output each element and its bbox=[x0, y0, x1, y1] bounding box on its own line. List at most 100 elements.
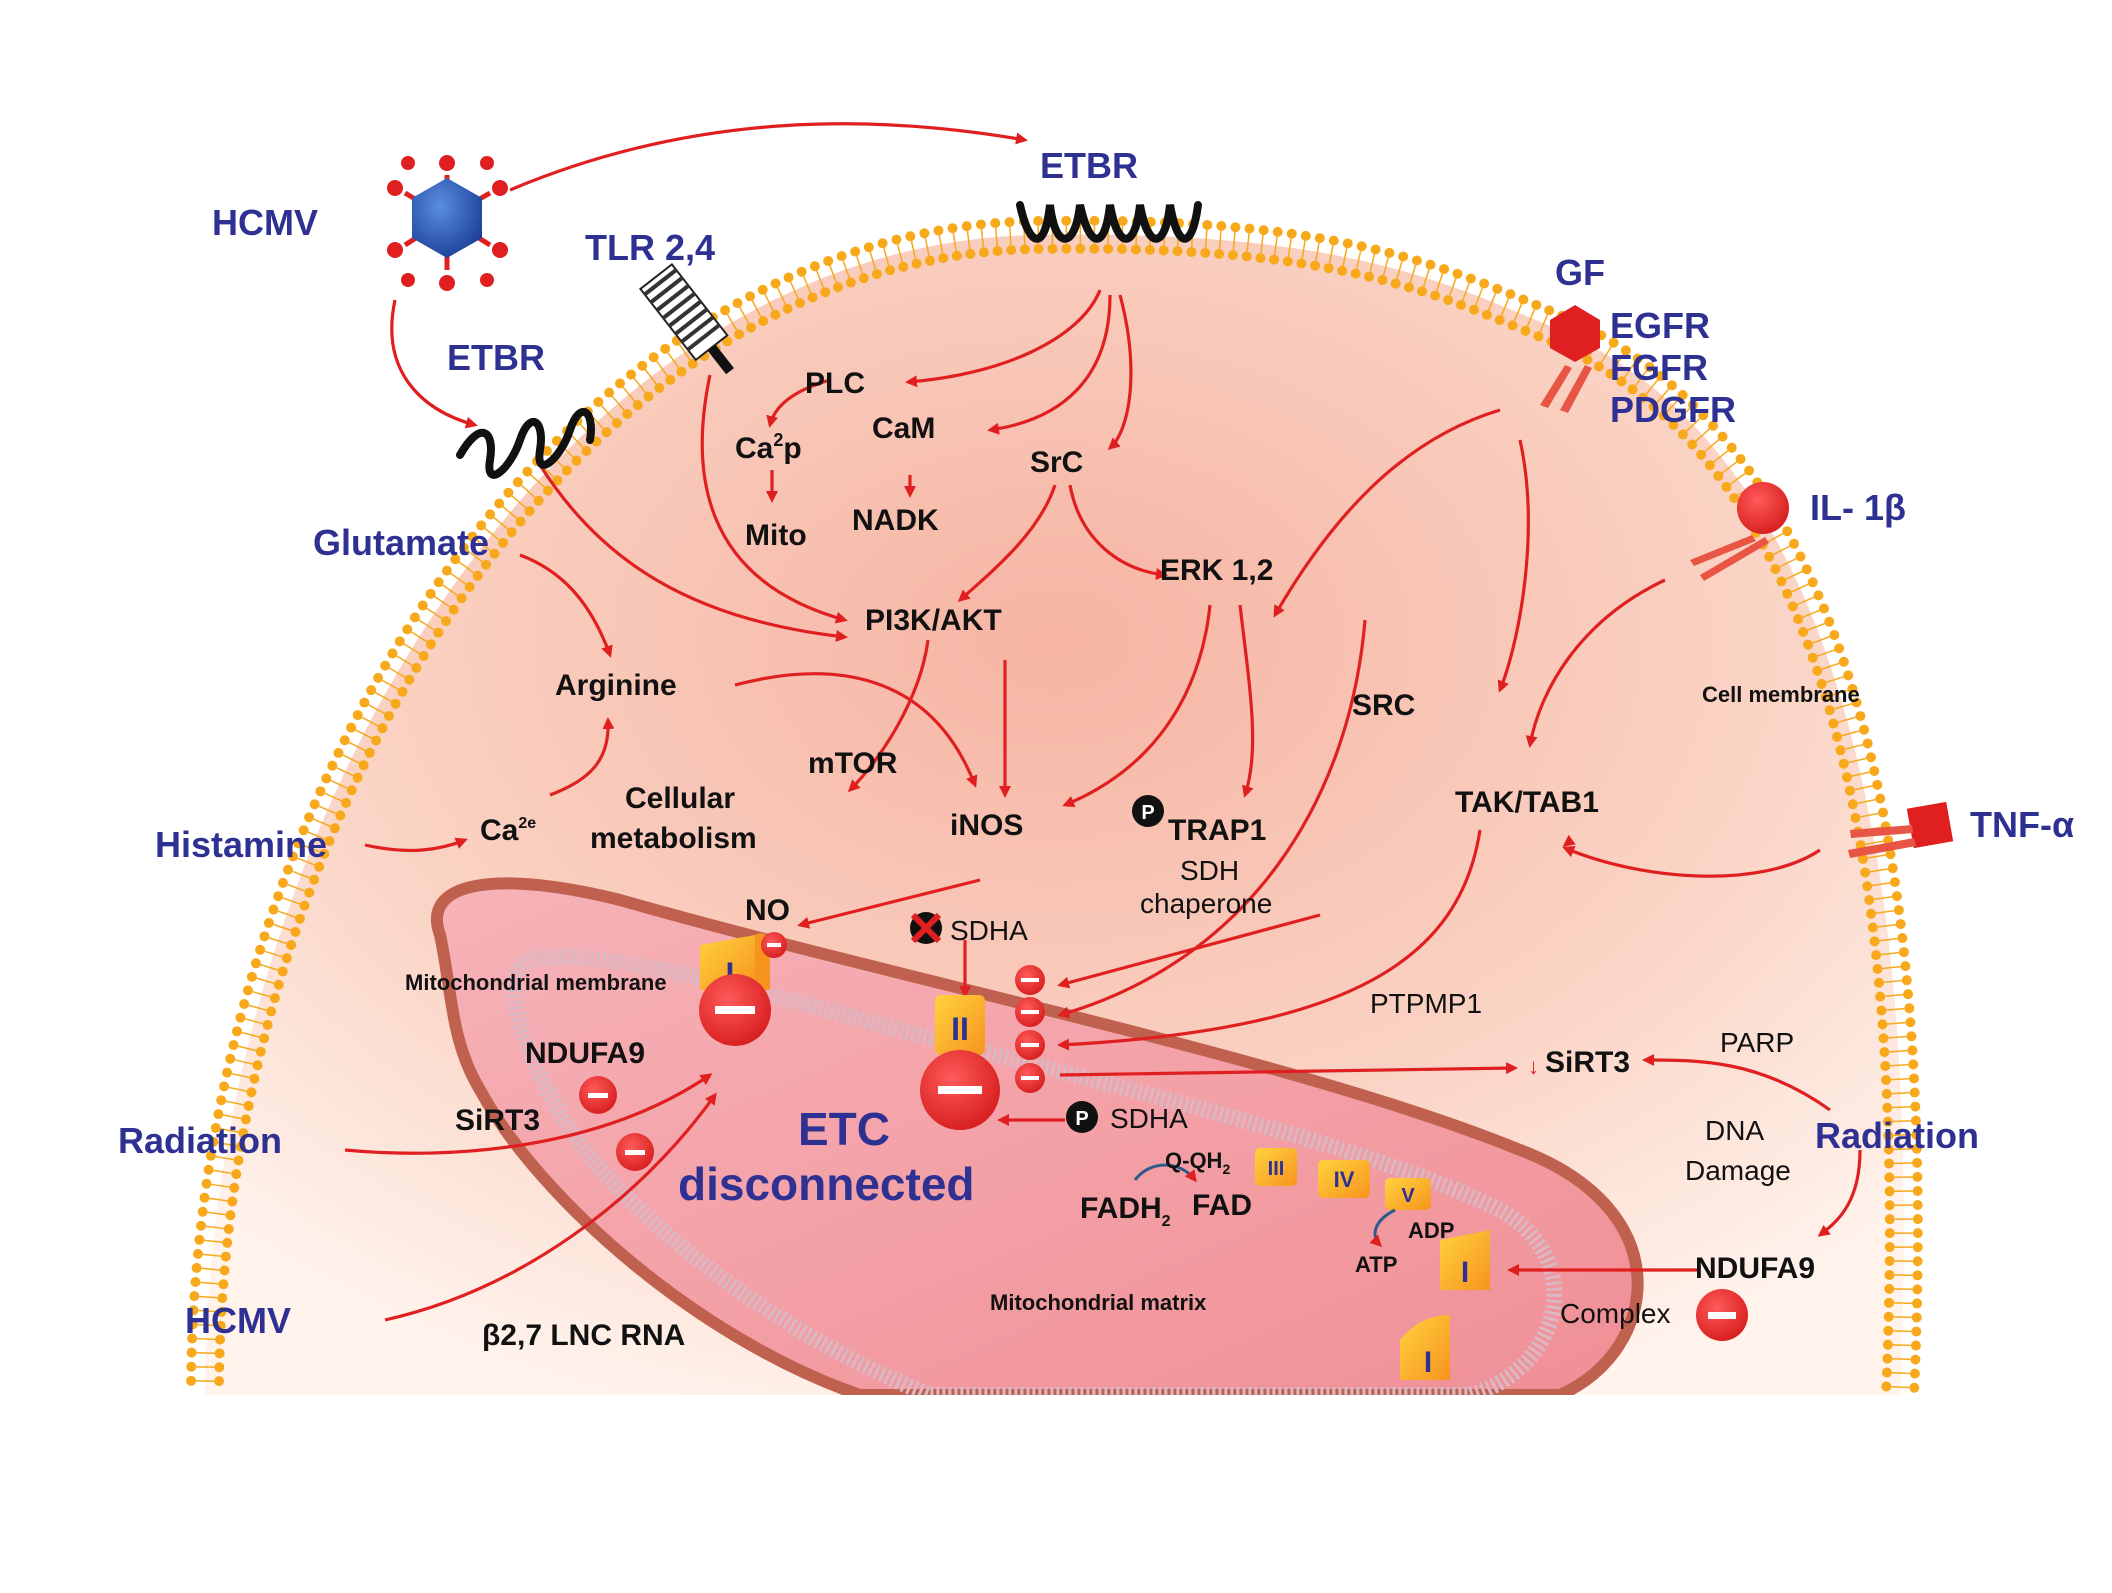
il1b-ligand-icon bbox=[1690, 482, 1789, 581]
lipid-head bbox=[1798, 626, 1809, 637]
lipid-head bbox=[1582, 354, 1593, 365]
lipid-tail bbox=[1396, 261, 1403, 279]
lipid-head bbox=[1905, 1017, 1916, 1028]
lipid-head bbox=[201, 1178, 212, 1189]
lipid-head bbox=[294, 913, 305, 924]
lipid-head bbox=[203, 1164, 214, 1175]
label-gf: GF bbox=[1555, 252, 1605, 293]
lipid-head bbox=[286, 940, 297, 951]
lipid-head bbox=[1047, 243, 1058, 254]
lipid-tail bbox=[726, 314, 738, 331]
lipid-tail bbox=[215, 1155, 234, 1161]
lipid-tail bbox=[1841, 730, 1860, 737]
node-cam: CaM bbox=[872, 412, 935, 445]
lipid-head bbox=[263, 917, 274, 928]
lipid-head bbox=[1425, 259, 1436, 270]
lipid-head bbox=[992, 246, 1003, 257]
lipid-head bbox=[1186, 246, 1197, 257]
lipid-tail bbox=[601, 405, 615, 420]
lipid-tail bbox=[220, 1128, 239, 1133]
label-egfr: EGFR bbox=[1610, 305, 1710, 346]
node-cellular-line2: metabolism bbox=[590, 822, 757, 855]
atp-curve-arrow bbox=[1369, 1208, 1396, 1248]
lipid-tail bbox=[569, 433, 584, 448]
lipid-head bbox=[188, 1305, 199, 1316]
lipid-tail bbox=[842, 260, 850, 279]
lipid-head bbox=[1824, 705, 1835, 716]
lipid-head bbox=[542, 485, 553, 496]
lipid-tail bbox=[1315, 242, 1320, 261]
lipid-head bbox=[1847, 799, 1858, 810]
lipid-head bbox=[626, 369, 637, 380]
node-tak-tab1: TAK/TAB1 bbox=[1455, 786, 1599, 819]
lipid-head bbox=[1884, 1255, 1895, 1266]
label-fgfr: FGFR bbox=[1610, 347, 1708, 388]
lipid-head bbox=[335, 810, 346, 821]
lipid-tail bbox=[679, 344, 691, 361]
lipid-tail bbox=[1892, 1120, 1911, 1123]
lipid-head bbox=[239, 999, 250, 1010]
lipid-head bbox=[467, 531, 478, 542]
lipid-head bbox=[1272, 226, 1283, 237]
lipid-head bbox=[1884, 1172, 1895, 1183]
lipid-tail bbox=[511, 495, 527, 509]
lipid-tail bbox=[1848, 757, 1867, 764]
lipid-head bbox=[1910, 1354, 1921, 1365]
lipid-head bbox=[871, 269, 882, 280]
lipid-head bbox=[1844, 785, 1855, 796]
lipid-head bbox=[1884, 1158, 1895, 1169]
lipid-head bbox=[687, 358, 698, 369]
lipid-head bbox=[217, 1293, 228, 1304]
lipid-head bbox=[1300, 230, 1311, 241]
lipid-head bbox=[1882, 1102, 1893, 1113]
lipid-head bbox=[1884, 1186, 1895, 1197]
lipid-tail bbox=[1634, 370, 1648, 386]
lipid-head bbox=[1884, 1269, 1895, 1280]
lipid-tail bbox=[1860, 812, 1879, 818]
lipid-tail bbox=[426, 607, 443, 619]
lipid-tail bbox=[1892, 1344, 1911, 1347]
lipid-tail bbox=[896, 244, 903, 263]
lipid-head bbox=[1871, 950, 1882, 961]
lipid-head bbox=[314, 861, 325, 872]
lipid-head bbox=[1033, 244, 1044, 255]
lipid-head bbox=[1117, 244, 1128, 255]
lipid-tail bbox=[396, 655, 413, 666]
lipid-tail bbox=[994, 228, 998, 247]
lipid-head bbox=[1880, 1061, 1891, 1072]
node-parp: PARP bbox=[1720, 1027, 1794, 1058]
lipid-tail bbox=[1869, 868, 1888, 873]
lipid-head bbox=[464, 581, 475, 592]
lipid-head bbox=[1713, 470, 1724, 481]
lipid-head bbox=[1912, 1284, 1923, 1295]
lipid-head bbox=[601, 427, 612, 438]
lipid-head bbox=[734, 329, 745, 340]
lipid-head bbox=[290, 926, 301, 937]
lipid-head bbox=[1443, 295, 1454, 306]
lipid-tail bbox=[330, 779, 348, 789]
lipid-tail bbox=[209, 1197, 228, 1202]
lipid-head bbox=[214, 1362, 225, 1373]
lipid-head bbox=[1004, 217, 1015, 228]
lipid-tail bbox=[1342, 248, 1348, 267]
lipid-tail bbox=[1369, 254, 1376, 273]
minus-badge-bars bbox=[588, 943, 1736, 1319]
lipid-head bbox=[1841, 772, 1852, 783]
lipid-tail bbox=[1686, 418, 1701, 432]
lipid-tail bbox=[202, 1253, 221, 1257]
lipid-head bbox=[277, 966, 288, 977]
lipid-head bbox=[249, 1073, 260, 1084]
lipid-head bbox=[1788, 538, 1799, 549]
lipid-head bbox=[1726, 442, 1737, 453]
lipid-tail bbox=[297, 857, 315, 866]
lipid-head bbox=[1033, 216, 1044, 227]
lipid-head bbox=[1793, 614, 1804, 625]
lipid-tail bbox=[910, 240, 917, 259]
lipid-head bbox=[456, 593, 467, 604]
lipid-tail bbox=[1462, 283, 1470, 301]
lipid-head bbox=[758, 316, 769, 327]
lipid-head bbox=[214, 1376, 225, 1387]
lipid-head bbox=[1696, 449, 1707, 460]
lipid-head bbox=[215, 1320, 226, 1331]
lipid-head bbox=[1887, 863, 1898, 874]
